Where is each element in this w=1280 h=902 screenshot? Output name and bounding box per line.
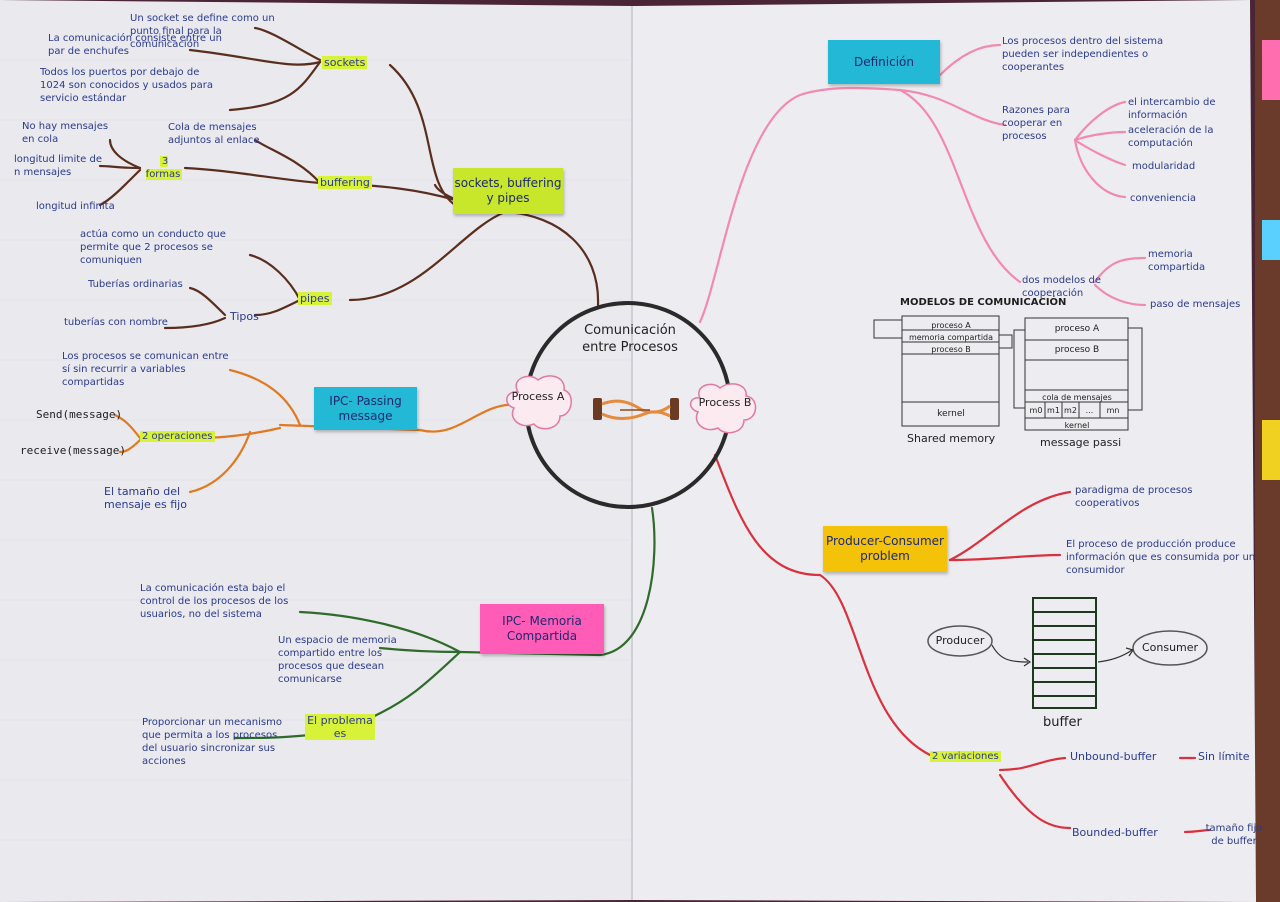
passing-operaciones: 2 operaciones (140, 431, 215, 442)
note-sockets-buffering-pipes: sockets, buffering y pipes (453, 168, 563, 214)
shared-memoria: memoria compartida (908, 333, 994, 342)
note-definicion: Definición (828, 40, 940, 84)
shared-proceso-a: proceso A (931, 321, 971, 330)
memoria-control: La comunicación esta bajo el control de … (140, 583, 289, 620)
queue-cell: mn (1106, 406, 1120, 415)
bounded-buffer: Bounded-buffer (1072, 826, 1158, 839)
shared-caption: Shared memory (907, 432, 996, 445)
queue-cell: m2 (1064, 406, 1077, 415)
producer-paradigma: paradigma de procesos cooperativos (1075, 485, 1193, 509)
tipo-item-1: Tuberías ordinarias (88, 279, 183, 290)
sin-limite: Sin límite (1198, 750, 1250, 763)
note-producer-consumer: Producer-Consumer problem (823, 526, 947, 572)
process-a-label: Process A (511, 390, 565, 403)
message-caption: message passi (1040, 436, 1122, 449)
note-ipc-memoria: IPC- Memoria Compartida (480, 604, 604, 654)
definicion-razones: Razones para cooperar en procesos (1002, 105, 1070, 142)
pink-branch-main (698, 86, 902, 324)
sockets-note-3: Todos los puertos por debajo de 1024 son… (40, 67, 214, 104)
orange-branch-main (278, 403, 522, 433)
definicion-modelos: dos modelos de cooperación (1022, 275, 1101, 299)
queue-cell: m1 (1047, 406, 1060, 415)
memoria-problema: El problema es (305, 714, 375, 740)
producer-proceso: El proceso de producción produce informa… (1066, 539, 1256, 576)
process-b-label: Process B (698, 396, 752, 409)
buffering-cola: Cola de mensajes adjuntos al enlace (168, 122, 260, 146)
sockets-note-2: La comunicación consiste entre un par de… (48, 33, 222, 57)
msg-proceso-b: proceso B (1054, 345, 1100, 355)
modelos-title: MODELOS DE COMUNICACIÓN (900, 297, 1067, 308)
passing-desc: Los procesos se comunican entre sí sin r… (62, 351, 229, 388)
buffering-label: buffering (318, 176, 372, 189)
buffer-label: buffer (1043, 715, 1082, 730)
queue-cell: m0 (1029, 406, 1043, 415)
forma-item-2: longitud limite de n mensajes (14, 154, 102, 178)
passing-tamano: El tamaño del mensaje es fijo (104, 485, 187, 511)
pipes-tipos: Tipos (230, 310, 259, 323)
memoria-espacio: Un espacio de memoria compartido entre l… (278, 635, 397, 685)
handshake-icon (593, 398, 679, 420)
sockets-note-1: Un socket se define como un punto final … (130, 13, 275, 50)
msg-proceso-a: proceso A (1054, 324, 1100, 334)
center-title: Comunicación entre Procesos (582, 323, 678, 355)
pipes-desc: actúa como un conducto que permite que 2… (80, 229, 226, 266)
forma-item-1: No hay mensajes en cola (22, 121, 109, 145)
definicion-procesos: Los procesos dentro del sistema pueden s… (1002, 36, 1164, 73)
shared-kernel: kernel (937, 409, 965, 419)
op-send: Send(message) (36, 408, 123, 421)
modelo-item-1: memoria compartida (1148, 249, 1206, 273)
cloud-process-a (506, 375, 572, 430)
consumer-node: Consumer (1141, 641, 1199, 654)
forma-item-3: longitud infinita (36, 201, 115, 212)
producer-variaciones: 2 variaciones (930, 751, 1001, 762)
pipes-label: pipes (298, 292, 332, 305)
msg-kernel: kernel (1064, 421, 1090, 430)
cloud-process-b (689, 383, 757, 434)
unbound-buffer: Unbound-buffer (1070, 750, 1157, 763)
queue-cell: ... (1085, 406, 1094, 415)
tamano-fijo: tamaño fijo de buffer (1205, 823, 1263, 847)
razon-item-1: el intercambio de información (1128, 97, 1216, 121)
brown-branch-pipes (348, 210, 507, 302)
brown-branch-sockets (388, 63, 457, 207)
razon-item-2: aceleración de la computación (1128, 125, 1214, 149)
sockets-label: sockets (322, 56, 368, 69)
razon-item-3: modularidad (1132, 161, 1196, 172)
producer-node: Producer (935, 634, 985, 647)
razon-item-4: conveniencia (1130, 193, 1197, 204)
red-branch-main (713, 453, 822, 577)
tipo-item-2: tuberías con nombre (64, 317, 168, 328)
modelo-item-2: paso de mensajes (1150, 299, 1241, 310)
shared-proceso-b: proceso B (931, 345, 971, 354)
op-receive: receive(message) (20, 444, 126, 457)
memoria-proporcionar: Proporcionar un mecanismo que permita a … (142, 717, 282, 767)
green-branch-main (458, 506, 656, 657)
msg-cola: cola de mensajes (1042, 393, 1112, 402)
note-ipc-passing: IPC- Passing message (314, 387, 417, 430)
